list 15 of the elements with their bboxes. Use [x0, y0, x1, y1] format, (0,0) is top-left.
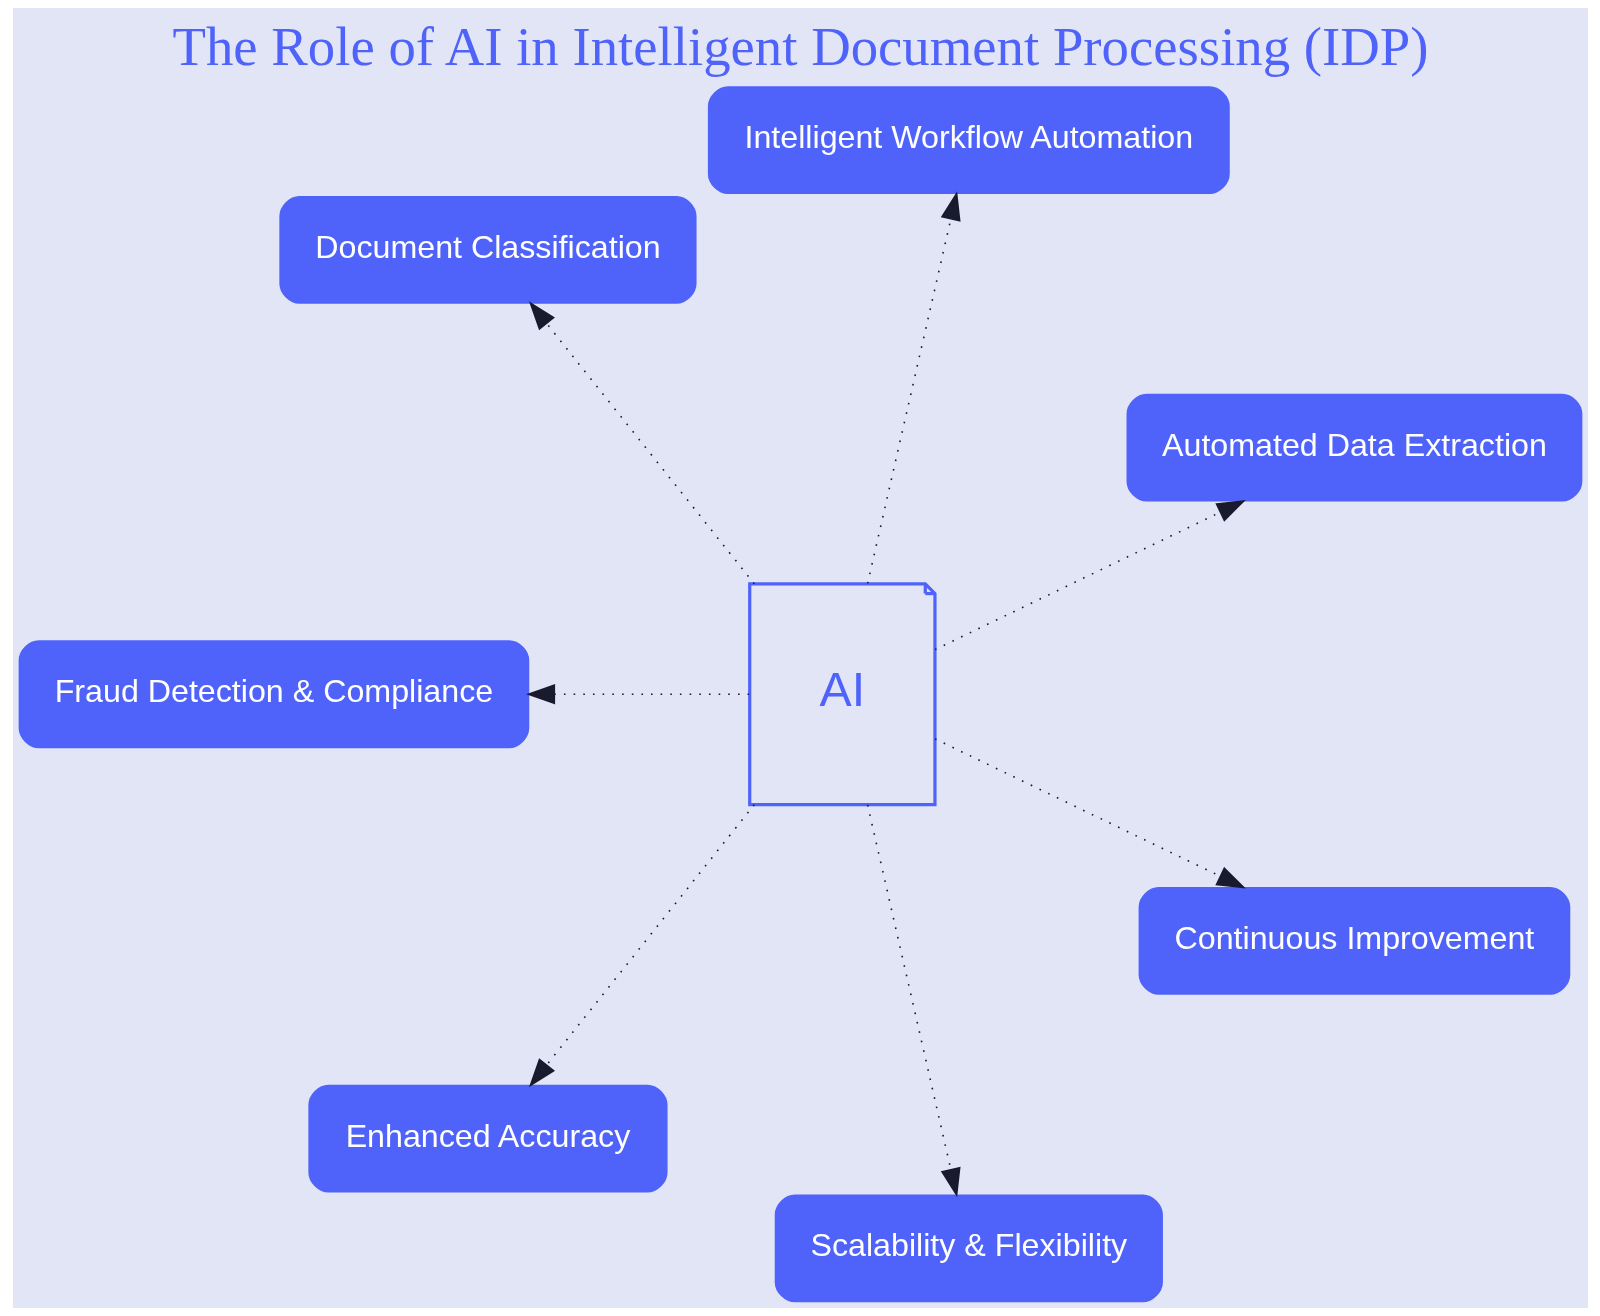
node-box: Automated Data Extraction [1126, 393, 1582, 502]
diagram-title: The Role of AI in Intelligent Document Processing (IDP) [172, 15, 1428, 77]
node-box: Enhanced Accuracy [307, 1084, 668, 1193]
node-box: Intelligent Workflow Automation [707, 86, 1230, 195]
arrow [525, 684, 750, 705]
node-box: Document Classification [278, 195, 697, 304]
arrow [528, 803, 755, 1088]
arrow [933, 738, 1246, 889]
node-box: Fraud Detection & Compliance [18, 640, 529, 749]
node-box: Continuous Improvement [1138, 886, 1570, 995]
arrow [933, 499, 1246, 651]
arrow [866, 804, 961, 1198]
arrow [528, 301, 755, 585]
arrow [866, 191, 961, 585]
node-box: Scalability & Flexibility [774, 1194, 1163, 1303]
